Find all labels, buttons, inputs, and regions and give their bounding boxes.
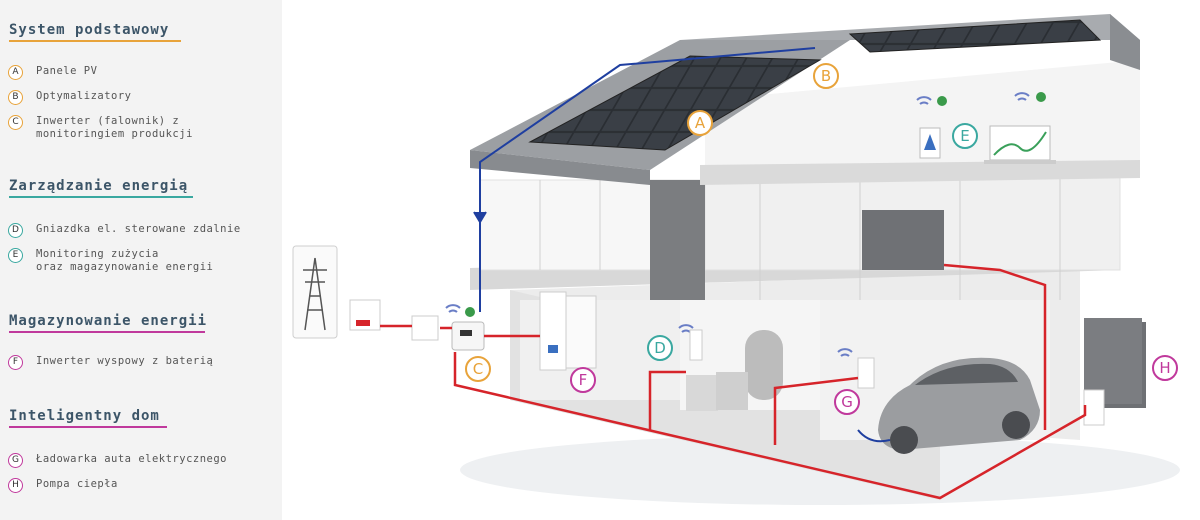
legend-item-line1: Monitoring zużycia (36, 248, 159, 260)
diagram-label-g: G (834, 389, 860, 415)
wifi-icon (445, 92, 1030, 357)
svg-text:E: E (960, 127, 969, 145)
section-title-text: Inteligentny dom (9, 408, 160, 424)
legend-item-line2: oraz magazynowanie energii (36, 261, 214, 273)
diagram-label-a: A (687, 110, 713, 136)
legend-item-line2: monitoringiem produkcji (36, 128, 193, 140)
legend-item-label: Inwerter wyspowy z baterią (36, 355, 214, 367)
section-title-text: System podstawowy (9, 22, 170, 38)
appliances (686, 372, 748, 411)
section-title-energy-storage: Magazynowanie energii (9, 313, 207, 333)
diagram-label-f: F (570, 367, 596, 393)
section-underline (9, 196, 193, 198)
section-title-text: Zarządzanie energią (9, 178, 189, 194)
diagram-label-c: C (465, 356, 491, 382)
tv (862, 210, 944, 270)
monitoring-devices (919, 125, 1056, 164)
svg-text:H: H (1159, 359, 1170, 377)
legend-badge: G (8, 453, 23, 468)
legend-item-label: Optymalizatory (36, 90, 132, 102)
svg-text:A: A (695, 114, 706, 132)
legend-badge: F (8, 355, 23, 370)
legend-item-label: Monitoring zużycia oraz magazynowanie en… (36, 248, 213, 274)
water-tank (745, 330, 783, 400)
section-underline (9, 331, 205, 333)
solar-panel-icon (528, 19, 1102, 151)
ev-charger (857, 357, 875, 389)
heat-pump-icon (1083, 318, 1146, 426)
diagram-label-e: E (952, 123, 978, 149)
ac-cable (380, 263, 1087, 500)
legend-item-f: F Inwerter wyspowy z baterią (8, 355, 213, 370)
legend-badge: E (8, 248, 23, 263)
diagram-label-b: B (813, 63, 839, 89)
house-structure (470, 14, 1140, 500)
section-underline (9, 40, 181, 42)
svg-text:D: D (654, 339, 666, 357)
svg-text:F: F (579, 371, 588, 389)
battery-inverter (539, 291, 597, 371)
svg-text:C: C (473, 360, 483, 378)
diagram-label-d: D (647, 335, 673, 361)
legend-badge: D (8, 223, 23, 238)
globe-icon (465, 92, 1046, 317)
legend-sidebar: System podstawowy A Panele PV B Optymali… (0, 0, 282, 520)
legend-badge: A (8, 65, 23, 80)
smart-socket (689, 329, 703, 361)
legend-item-label: Ładowarka auta elektrycznego (36, 453, 228, 465)
legend-item-line1: Inwerter (falownik) z (36, 115, 180, 127)
svg-text:B: B (821, 67, 831, 85)
legend-item-a: A Panele PV (8, 65, 97, 80)
legend-item-g: G Ładowarka auta elektrycznego (8, 453, 227, 468)
section-title-energy-management: Zarządzanie energią (9, 178, 193, 198)
section-title-smart-home: Inteligentny dom (9, 408, 167, 428)
ev-car-icon (878, 357, 1040, 454)
legend-item-label: Gniazdka el. sterowane zdalnie (36, 223, 241, 235)
section-underline (9, 426, 167, 428)
energy-meter (349, 299, 439, 341)
section-title-basic-system: System podstawowy (9, 22, 181, 42)
legend-item-d: D Gniazdka el. sterowane zdalnie (8, 223, 241, 238)
section-title-text: Magazynowanie energii (9, 313, 208, 329)
legend-item-b: B Optymalizatory (8, 90, 132, 105)
svg-text:G: G (841, 393, 853, 411)
legend-badge: B (8, 90, 23, 105)
legend-item-e: E Monitoring zużycia oraz magazynowanie … (8, 248, 213, 274)
legend-item-label: Panele PV (36, 65, 98, 77)
legend-item-label: Inwerter (falownik) z monitoringiem prod… (36, 115, 193, 141)
legend-item-h: H Pompa ciepła (8, 478, 118, 493)
dc-cable (473, 47, 891, 443)
legend-badge: H (8, 478, 23, 493)
inverter-box (451, 321, 485, 351)
legend-item-c: C Inwerter (falownik) z monitoringiem pr… (8, 115, 193, 141)
legend-item-label: Pompa ciepła (36, 478, 118, 490)
legend-badge: C (8, 115, 23, 130)
diagram-label-h: H (1152, 355, 1178, 381)
grid-pylon-icon (292, 245, 338, 339)
